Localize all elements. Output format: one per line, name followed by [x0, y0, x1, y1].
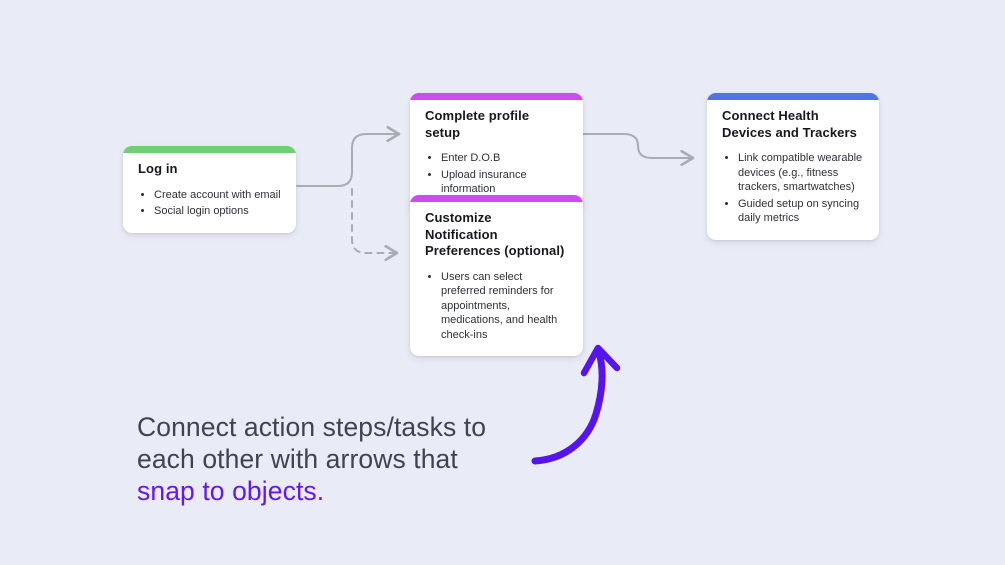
caption: Connect action steps/tasks to each other… — [137, 411, 486, 507]
card-bullet: Create account with email — [154, 188, 281, 203]
card-bullet: Link compatible wearable devices (e.g., … — [738, 151, 864, 195]
connector-login-to-notifications — [351, 188, 399, 262]
card-bullet-list: Users can select preferred reminders for… — [425, 270, 568, 343]
connector-login-to-profile — [296, 125, 401, 187]
card-accent-bar — [410, 195, 583, 202]
caption-highlight: snap to objects. — [137, 476, 325, 506]
card-accent-bar — [707, 93, 879, 100]
card-bullet: Social login options — [154, 204, 281, 219]
card-bullet: Users can select preferred reminders for… — [441, 270, 568, 343]
caption-line-1: Connect action steps/tasks to — [137, 412, 487, 442]
card-accent-bar — [123, 146, 296, 153]
card-title: Log in — [138, 161, 178, 176]
card-title: Connect Health Devices and Trackers — [722, 108, 857, 140]
card-title: Complete profile setup — [425, 108, 530, 140]
card-bullet-list: Link compatible wearable devices (e.g., … — [722, 151, 864, 226]
connector-profile-to-devices — [582, 133, 695, 167]
card-accent-bar — [410, 93, 583, 100]
card-bullet: Guided setup on syncing daily metrics — [738, 197, 864, 226]
annotation-arrow — [531, 344, 621, 465]
flow-card-login[interactable]: Log in Create account with email Social … — [123, 146, 296, 233]
card-bullet-list: Enter D.O.B Upload insurance information — [425, 151, 568, 197]
card-bullet-list: Create account with email Social login o… — [138, 188, 281, 219]
card-title: Customize Notification Preferences (opti… — [425, 210, 565, 259]
card-bullet: Enter D.O.B — [441, 151, 568, 166]
caption-line-2: each other with arrows that — [137, 444, 458, 474]
card-bullet: Upload insurance information — [441, 168, 568, 197]
flow-card-health-devices[interactable]: Connect Health Devices and Trackers Link… — [707, 93, 879, 240]
flow-card-notification-preferences[interactable]: Customize Notification Preferences (opti… — [410, 195, 583, 357]
flow-card-profile-setup[interactable]: Complete profile setup Enter D.O.B Uploa… — [410, 93, 583, 211]
